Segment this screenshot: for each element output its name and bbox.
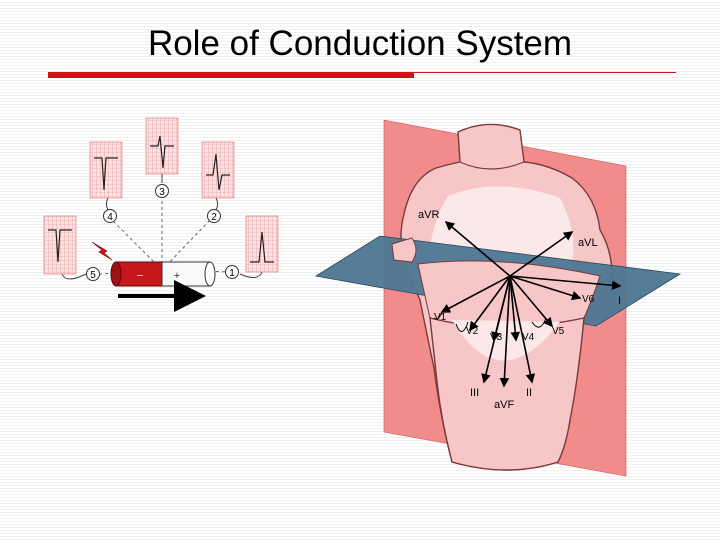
label-avl: aVL [578,237,598,249]
label-v4: V4 [522,332,535,343]
label-v2: V2 [466,326,479,337]
left-diagram: 1 2 3 4 5 − + [43,117,279,312]
svg-text:3: 3 [159,187,165,198]
lead-number-2: 2 [207,209,221,223]
label-avf: aVF [494,399,514,411]
title-underline-red [48,72,414,78]
cell-minus-sign: − [137,270,143,282]
label-ii: II [526,387,532,399]
label-iii: III [470,387,479,399]
lead-number-4: 4 [103,209,117,223]
svg-text:2: 2 [211,212,217,223]
lead-vectors [440,220,622,388]
stimulus-bolt-icon [91,241,113,261]
label-v6: V6 [582,294,595,305]
label-v3: V3 [490,332,503,343]
ecg-strip-4 [89,141,123,199]
lead-number-1: 1 [225,265,239,279]
depolarized-region [115,261,163,287]
label-v5: V5 [552,326,565,337]
ecg-strip-3 [145,117,179,175]
svg-text:4: 4 [107,212,113,223]
label-i: I [618,295,621,307]
lead-labels: aVR aVL V1 V2 V3 V4 V5 V6 III II aVF I [418,209,621,411]
svg-text:1: 1 [229,268,235,279]
label-v1: V1 [434,312,447,323]
svg-text:5: 5 [90,270,96,281]
ecg-strip-1 [245,215,279,273]
chest-lead-arcs [433,311,547,332]
label-avr: aVR [418,209,439,221]
ecg-strip-5 [43,215,77,275]
lead-number-5: 5 [86,267,100,281]
title-underline-thin [414,72,676,73]
ecg-strip-2 [201,141,235,199]
lead-number-3: 3 [155,184,169,198]
muscle-cell: − + [110,261,216,287]
right-diagram: aVR aVL V1 V2 V3 V4 V5 V6 III II aVF I [314,119,682,477]
slide-title: Role of Conduction System [147,24,573,63]
cell-plus-sign: + [174,270,180,282]
